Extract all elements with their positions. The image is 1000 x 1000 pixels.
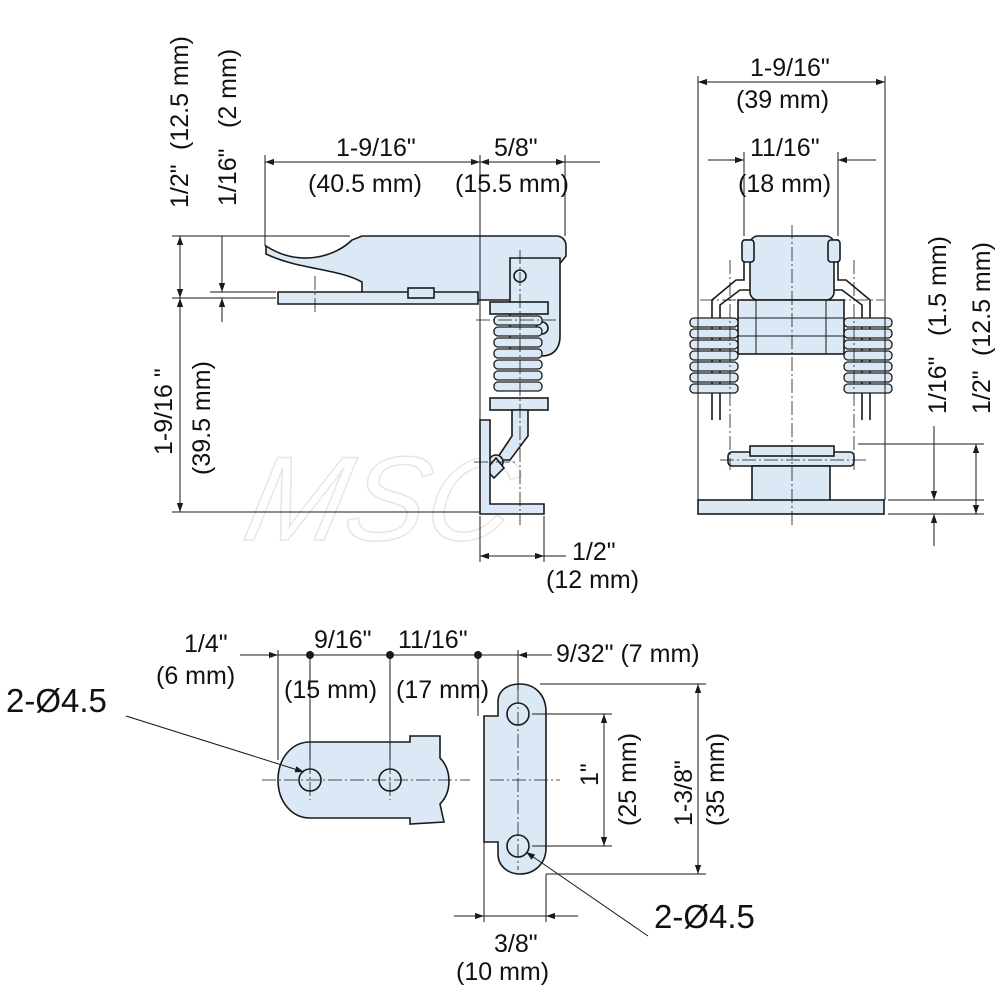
plan-dim-gap: 11/16"	[398, 626, 468, 654]
front-spring-right	[843, 317, 893, 394]
latch-tab	[407, 287, 435, 299]
spring-plate-bottom	[489, 397, 549, 411]
keeper-bracket	[479, 419, 545, 515]
side-dim-strip-thickness: 1/16"	[214, 148, 242, 206]
plan-dim-hole-spacing-mm: (25 mm)	[614, 733, 642, 826]
plan-view: 1/4" (6 mm) 9/16" (15 mm) 11/16" (17 mm)…	[6, 626, 755, 986]
side-dim-keeper-mm: (12 mm)	[546, 566, 639, 594]
front-dim-keeper-height: 1/2"	[968, 370, 996, 414]
plan-hole-callout-left: 2-Ø4.5	[6, 682, 107, 719]
plan-dim-hole-pitch: 9/16"	[314, 626, 372, 654]
front-dim-width: 1-9/16"	[750, 54, 830, 82]
plan-dim-plate-height: 1-3/8"	[670, 760, 698, 826]
side-dim-length-mm: (40.5 mm)	[308, 170, 422, 198]
plan-dim-offset: 9/32" (7 mm)	[556, 640, 700, 668]
front-lever-head	[749, 235, 835, 301]
side-dim-height: 1-9/16 "	[150, 368, 178, 455]
front-dim-inner-mm: (18 mm)	[738, 170, 831, 198]
side-dim-lever-height: 1/2"	[166, 164, 194, 208]
side-spring	[493, 315, 543, 392]
side-dim-keeper: 1/2"	[572, 538, 616, 566]
front-dim-base-thickness-mm: (1.5 mm)	[924, 236, 952, 336]
side-view: 1-9/16" (40.5 mm) 5/8" (15.5 mm) 1/2" (1…	[150, 36, 639, 594]
front-body	[737, 299, 845, 355]
plan-dim-plate-width-mm: (10 mm)	[456, 958, 549, 986]
front-dim-base-thickness: 1/16"	[924, 356, 952, 414]
front-keeper-body	[751, 465, 831, 503]
front-view: 1-9/16" (39 mm) 11/16" (18 mm) 1/16" (1.…	[689, 54, 996, 546]
front-dim-width-mm: (39 mm)	[736, 86, 829, 114]
front-dim-keeper-height-mm: (12.5 mm)	[968, 242, 996, 356]
plan-keeper-plate	[483, 683, 547, 875]
side-dim-height-mm: (39.5 mm)	[188, 361, 216, 475]
plan-dim-plate-height-mm: (35 mm)	[702, 733, 730, 826]
plan-dim-edge-mm: (6 mm)	[156, 662, 235, 690]
front-dim-inner: 11/16"	[750, 134, 820, 162]
front-keeper-base	[697, 499, 885, 515]
plan-hole-callout-right: 2-Ø4.5	[654, 898, 755, 935]
side-dim-arm: 5/8"	[494, 134, 538, 162]
side-dim-lever-height-mm: (12.5 mm)	[166, 36, 194, 150]
front-spring-left	[689, 317, 739, 394]
latch-base-strip	[277, 291, 479, 305]
plan-dim-plate-width: 3/8"	[494, 930, 538, 958]
plan-dim-edge: 1/4"	[184, 630, 228, 658]
side-dim-length: 1-9/16"	[336, 134, 416, 162]
plan-dim-hole-spacing: 1"	[576, 763, 604, 786]
spring-plate-top	[489, 301, 549, 315]
latch-lever	[265, 235, 567, 301]
plan-dim-hole-pitch-mm: (15 mm)	[284, 676, 377, 704]
side-dim-arm-mm: (15.5 mm)	[455, 170, 569, 198]
plan-dim-gap-mm: (17 mm)	[396, 676, 489, 704]
side-dim-strip-thickness-mm: (2 mm)	[214, 49, 242, 128]
